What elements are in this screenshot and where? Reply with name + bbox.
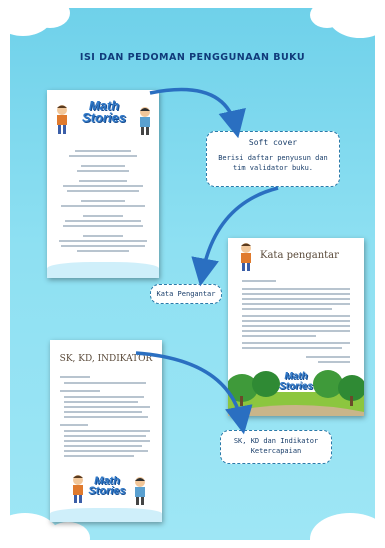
cover-text-line bbox=[81, 200, 125, 202]
sk-bottom-cloud bbox=[50, 508, 162, 522]
kp-text-line bbox=[242, 298, 350, 300]
arrow-sk-to-callout-icon bbox=[135, 351, 253, 435]
sk-text-line bbox=[60, 376, 90, 378]
sk-kd-callout: SK, KD dan Indikator Ketercapaian bbox=[220, 430, 332, 464]
cover-logo: Math Stories bbox=[73, 98, 135, 126]
cloud-top-right-2 bbox=[310, 8, 344, 28]
sk-text-line bbox=[64, 406, 150, 408]
cover-bottom-cloud bbox=[47, 262, 159, 278]
kata-pengantar-heading: Kata pengantar bbox=[260, 250, 339, 261]
sk-text-line bbox=[64, 445, 142, 447]
cloud-bottom-left-2 bbox=[46, 522, 90, 540]
cover-text-line bbox=[67, 190, 139, 192]
sk-logo-line2: Stories bbox=[88, 485, 126, 498]
cover-text-line bbox=[77, 170, 129, 172]
kata-pengantar-page: Kata pengantar Math Stories bbox=[228, 238, 364, 416]
cloud-top-left-2 bbox=[30, 8, 70, 28]
cover-text-line bbox=[61, 205, 145, 207]
kp-text-line bbox=[242, 293, 350, 295]
soft-cover-title: Soft cover bbox=[248, 138, 298, 147]
cover-text-line bbox=[77, 250, 129, 252]
kp-text-line bbox=[318, 361, 350, 363]
sk-text-line bbox=[64, 435, 146, 437]
kata-pengantar-callout: Kata Pengantar bbox=[150, 284, 222, 304]
cover-text-line bbox=[65, 220, 141, 222]
kp-text-line bbox=[306, 356, 350, 358]
kid-right-icon bbox=[140, 107, 150, 135]
kata-pengantar-label: Kata Pengantar bbox=[156, 290, 216, 298]
soft-cover-desc: Berisi daftar penyusun dan tim validator… bbox=[218, 154, 328, 172]
kid-kp-icon bbox=[241, 243, 251, 271]
infographic-panel: ISI DAN PEDOMAN PENGGUNAAN BUKU Math Sto… bbox=[10, 8, 375, 540]
cover-text-line bbox=[61, 245, 145, 247]
cover-text-line bbox=[81, 165, 125, 167]
kp-text-line bbox=[242, 308, 332, 310]
kid-sk-right-icon bbox=[135, 477, 145, 505]
soft-cover-callout: Soft cover Berisi daftar penyusun dan ti… bbox=[206, 131, 340, 187]
kp-text-line bbox=[242, 325, 350, 327]
cover-text-line bbox=[79, 180, 127, 182]
kp-text-line bbox=[242, 315, 350, 317]
cover-text-line bbox=[69, 155, 137, 157]
sk-heading: SK, KD, INDIKATOR bbox=[59, 354, 153, 364]
sk-text-line bbox=[64, 455, 134, 457]
cover-page: Math Stories bbox=[47, 90, 159, 278]
sk-text-line bbox=[64, 396, 144, 398]
kp-text-line bbox=[242, 280, 276, 282]
cover-text-line bbox=[63, 225, 143, 227]
sk-text-line bbox=[64, 430, 150, 432]
sk-text-line bbox=[64, 450, 148, 452]
kp-text-line bbox=[242, 330, 350, 332]
curved-arrows bbox=[135, 87, 279, 435]
sk-text-line bbox=[64, 440, 150, 442]
sk-kd-label: SK, KD dan Indikator Ketercapaian bbox=[233, 437, 319, 455]
kp-logo-line1: Math bbox=[284, 371, 308, 382]
kp-text-line bbox=[242, 288, 350, 290]
sk-text-line bbox=[64, 401, 138, 403]
cover-text-line bbox=[75, 150, 131, 152]
kp-logo-line2: Stories bbox=[279, 380, 313, 392]
cover-text-line bbox=[83, 215, 123, 217]
cover-text-line bbox=[63, 185, 143, 187]
sk-logo-line1: Math bbox=[94, 475, 120, 487]
sk-text-line bbox=[64, 382, 146, 384]
sk-text-line bbox=[64, 411, 142, 413]
sk-text-line bbox=[60, 390, 100, 392]
kp-text-line bbox=[242, 347, 342, 349]
arrow-softcover-to-kp-icon bbox=[191, 186, 279, 287]
sk-kd-page: SK, KD, INDIKATOR Math Stories bbox=[50, 340, 162, 522]
kid-left-icon bbox=[57, 105, 67, 134]
kp-logo: Math Stories bbox=[274, 372, 318, 391]
sk-logo: Math Stories bbox=[84, 475, 130, 498]
kp-text-line bbox=[242, 342, 350, 344]
cover-logo-line1: Math bbox=[88, 98, 120, 113]
cover-text-line bbox=[83, 235, 123, 237]
cover-logo-line2: Stories bbox=[81, 110, 127, 126]
arrow-cover-to-softcover-icon bbox=[149, 87, 246, 139]
sk-text-line bbox=[64, 416, 148, 418]
sk-text-line bbox=[60, 424, 88, 426]
cover-text-line bbox=[59, 240, 147, 242]
kid-sk-left-icon bbox=[73, 475, 83, 503]
kp-text-line bbox=[242, 303, 350, 305]
kp-text-line bbox=[242, 320, 350, 322]
page-title: ISI DAN PEDOMAN PENGGUNAAN BUKU bbox=[79, 52, 306, 63]
kp-text-line bbox=[242, 335, 316, 337]
